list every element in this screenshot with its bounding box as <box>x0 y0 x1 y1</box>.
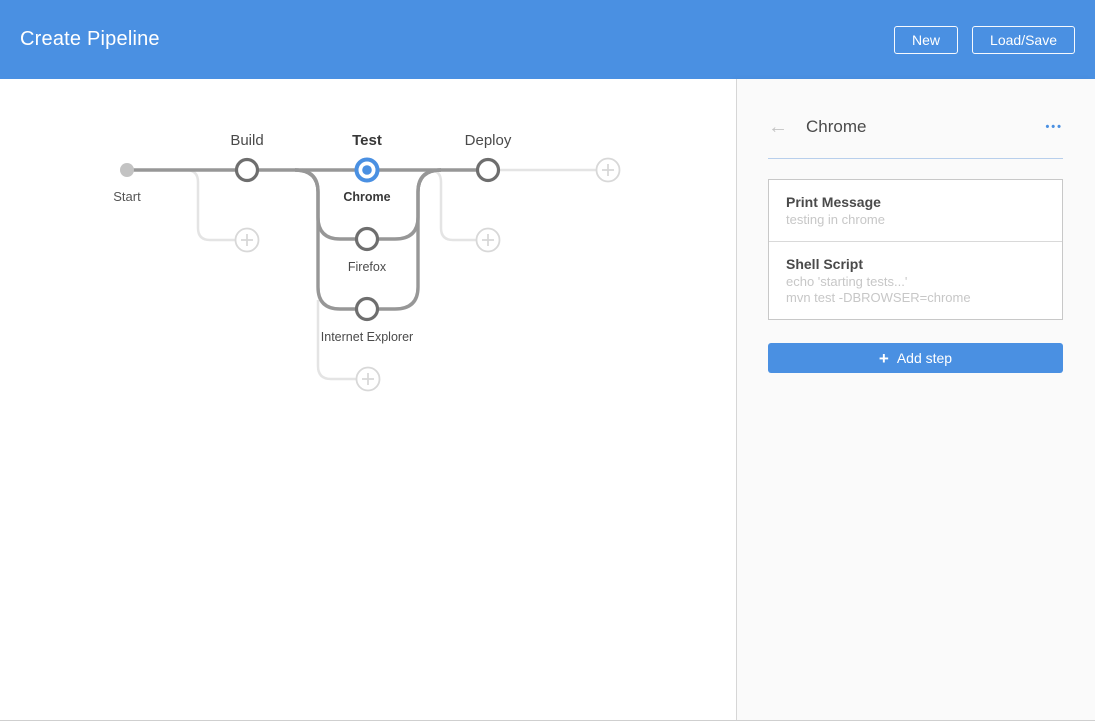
more-menu-icon[interactable]: ••• <box>1045 121 1063 133</box>
node-test-chrome-selected[interactable] <box>357 160 378 181</box>
placeholder-edges <box>186 170 597 379</box>
step-title: Print Message <box>786 192 1045 212</box>
panel-title: Chrome <box>806 117 866 137</box>
step-detail: testing in chrome <box>786 212 1045 228</box>
add-stage-after-start-button[interactable] <box>236 229 259 252</box>
node-build[interactable] <box>237 160 258 181</box>
add-nodes <box>236 159 620 391</box>
steps-list: Print Message testing in chrome Shell Sc… <box>768 179 1063 320</box>
page-title: Create Pipeline <box>20 28 160 51</box>
main-content: Start Build Test Deploy Chrome Firefox I… <box>0 79 1095 720</box>
stage-label-deploy[interactable]: Deploy <box>465 132 512 149</box>
header-bar: Create Pipeline New Load/Save <box>0 0 1095 79</box>
branch-label-chrome[interactable]: Chrome <box>343 190 390 204</box>
add-stage-before-deploy-button[interactable] <box>477 229 500 252</box>
node-test-firefox[interactable] <box>357 229 378 250</box>
edge-add-stage-2 <box>429 170 477 240</box>
step-title: Shell Script <box>786 254 1045 274</box>
back-arrow-icon[interactable]: ← <box>768 117 788 137</box>
start-node <box>120 163 134 177</box>
panel-header: ← Chrome ••• <box>768 79 1063 159</box>
start-label: Start <box>113 189 141 204</box>
add-step-button[interactable]: + Add step <box>768 343 1063 373</box>
stage-detail-panel: ← Chrome ••• Print Message testing in ch… <box>736 79 1095 720</box>
node-test-ie[interactable] <box>357 299 378 320</box>
selected-node-dot <box>362 165 372 175</box>
new-button[interactable]: New <box>894 26 958 54</box>
step-item-shell-script[interactable]: Shell Script echo 'starting tests...' mv… <box>769 241 1062 319</box>
pipeline-edges <box>127 170 488 309</box>
add-stage-end-button[interactable] <box>597 159 620 182</box>
pipeline-graph: Start Build Test Deploy Chrome Firefox I… <box>0 79 736 721</box>
load-save-button[interactable]: Load/Save <box>972 26 1075 54</box>
step-detail: echo 'starting tests...' <box>786 274 1045 290</box>
header-actions: New Load/Save <box>894 26 1075 54</box>
node-deploy[interactable] <box>478 160 499 181</box>
step-item-print-message[interactable]: Print Message testing in chrome <box>769 180 1062 241</box>
branch-label-ie[interactable]: Internet Explorer <box>321 330 413 344</box>
plus-icon: + <box>879 350 889 367</box>
step-detail: mvn test -DBROWSER=chrome <box>786 290 1045 306</box>
add-step-label: Add step <box>897 350 952 366</box>
branch-label-firefox[interactable]: Firefox <box>348 260 387 274</box>
pipeline-canvas: Start Build Test Deploy Chrome Firefox I… <box>0 79 736 720</box>
edge-add-stage-1 <box>186 170 236 240</box>
stage-label-test[interactable]: Test <box>352 132 382 149</box>
add-parallel-branch-button[interactable] <box>357 368 380 391</box>
stage-label-build[interactable]: Build <box>230 132 263 149</box>
